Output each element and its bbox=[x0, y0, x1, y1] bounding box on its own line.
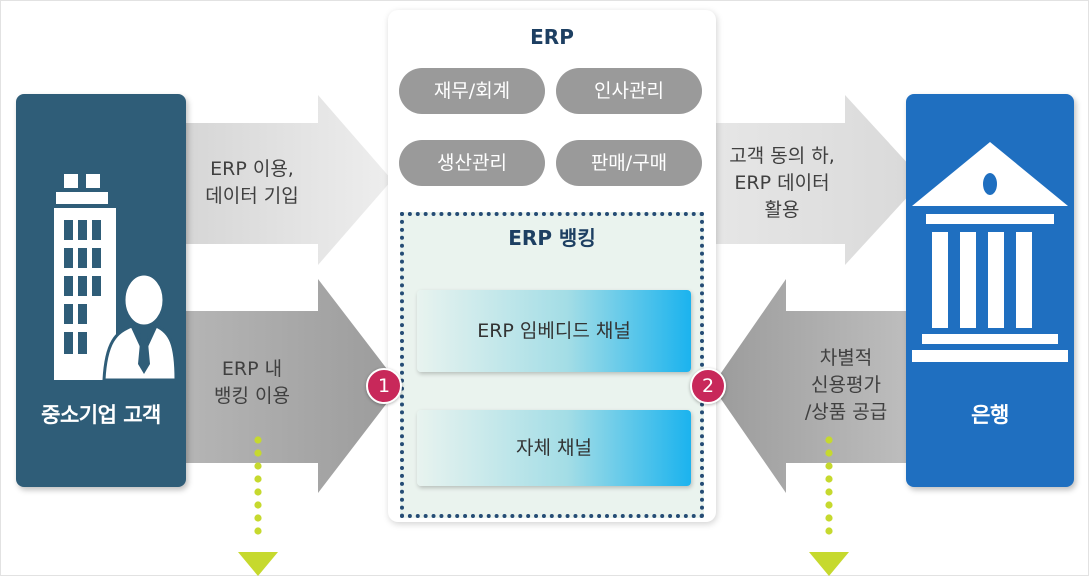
bank-building-icon bbox=[912, 142, 1068, 362]
flow-line: 신용평가 bbox=[811, 374, 881, 396]
bank-label: 은행 bbox=[971, 403, 1009, 427]
bank-panel: 은행 bbox=[906, 94, 1074, 487]
module-pill: 판매/구매 bbox=[556, 140, 702, 186]
flow-text-customer-to-banking: ERP 내 뱅킹 이용 bbox=[186, 356, 318, 410]
dotted-arrow-right bbox=[809, 436, 849, 576]
erp-title: ERP bbox=[530, 25, 574, 49]
flow-text-customer-to-erp: ERP 이용, 데이터 기입 bbox=[186, 156, 318, 210]
customer-panel: 중소기업 고객 bbox=[16, 94, 186, 487]
badge-2: 2 bbox=[690, 368, 726, 404]
arrow-erp-to-bank bbox=[716, 95, 923, 265]
erp-box: ERP 재무/회계 인사관리 생산관리 판매/구매 ERP 뱅킹 ERP 임베디… bbox=[388, 10, 716, 522]
flow-line: 데이터 기입 bbox=[205, 185, 299, 207]
badge-1: 1 bbox=[366, 368, 402, 404]
flow-text-erp-to-bank: 고객 동의 하, ERP 데이터 활용 bbox=[712, 143, 852, 224]
arrow-bank-to-banking bbox=[712, 279, 906, 493]
module-pill: 재무/회계 bbox=[399, 68, 545, 114]
module-pill: 생산관리 bbox=[399, 140, 545, 186]
module-pill: 인사관리 bbox=[556, 68, 702, 114]
flow-line: ERP 내 bbox=[221, 358, 283, 380]
flow-line: 차별적 bbox=[819, 347, 873, 369]
flow-line: 고객 동의 하, bbox=[729, 145, 835, 167]
arrow-customer-to-banking bbox=[186, 279, 400, 493]
flow-line: /상품 공급 bbox=[804, 401, 888, 423]
arrow-customer-to-erp bbox=[186, 95, 392, 265]
erp-banking-area: ERP 뱅킹 ERP 임베디드 채널 자체 채널 bbox=[400, 212, 704, 518]
flow-line: ERP 이용, bbox=[210, 158, 294, 180]
flow-text-bank-to-banking: 차별적 신용평가 /상품 공급 bbox=[786, 345, 906, 426]
channel-embedded: ERP 임베디드 채널 bbox=[417, 290, 691, 372]
channel-own: 자체 채널 bbox=[417, 410, 691, 486]
dotted-arrow-left bbox=[238, 436, 278, 576]
customer-label: 중소기업 고객 bbox=[41, 403, 161, 427]
flow-line: ERP 데이터 bbox=[734, 172, 830, 194]
flow-line: 뱅킹 이용 bbox=[214, 385, 290, 407]
flow-line: 활용 bbox=[764, 199, 800, 221]
erp-banking-title: ERP 뱅킹 bbox=[508, 226, 596, 250]
office-building-person-icon bbox=[54, 174, 176, 382]
